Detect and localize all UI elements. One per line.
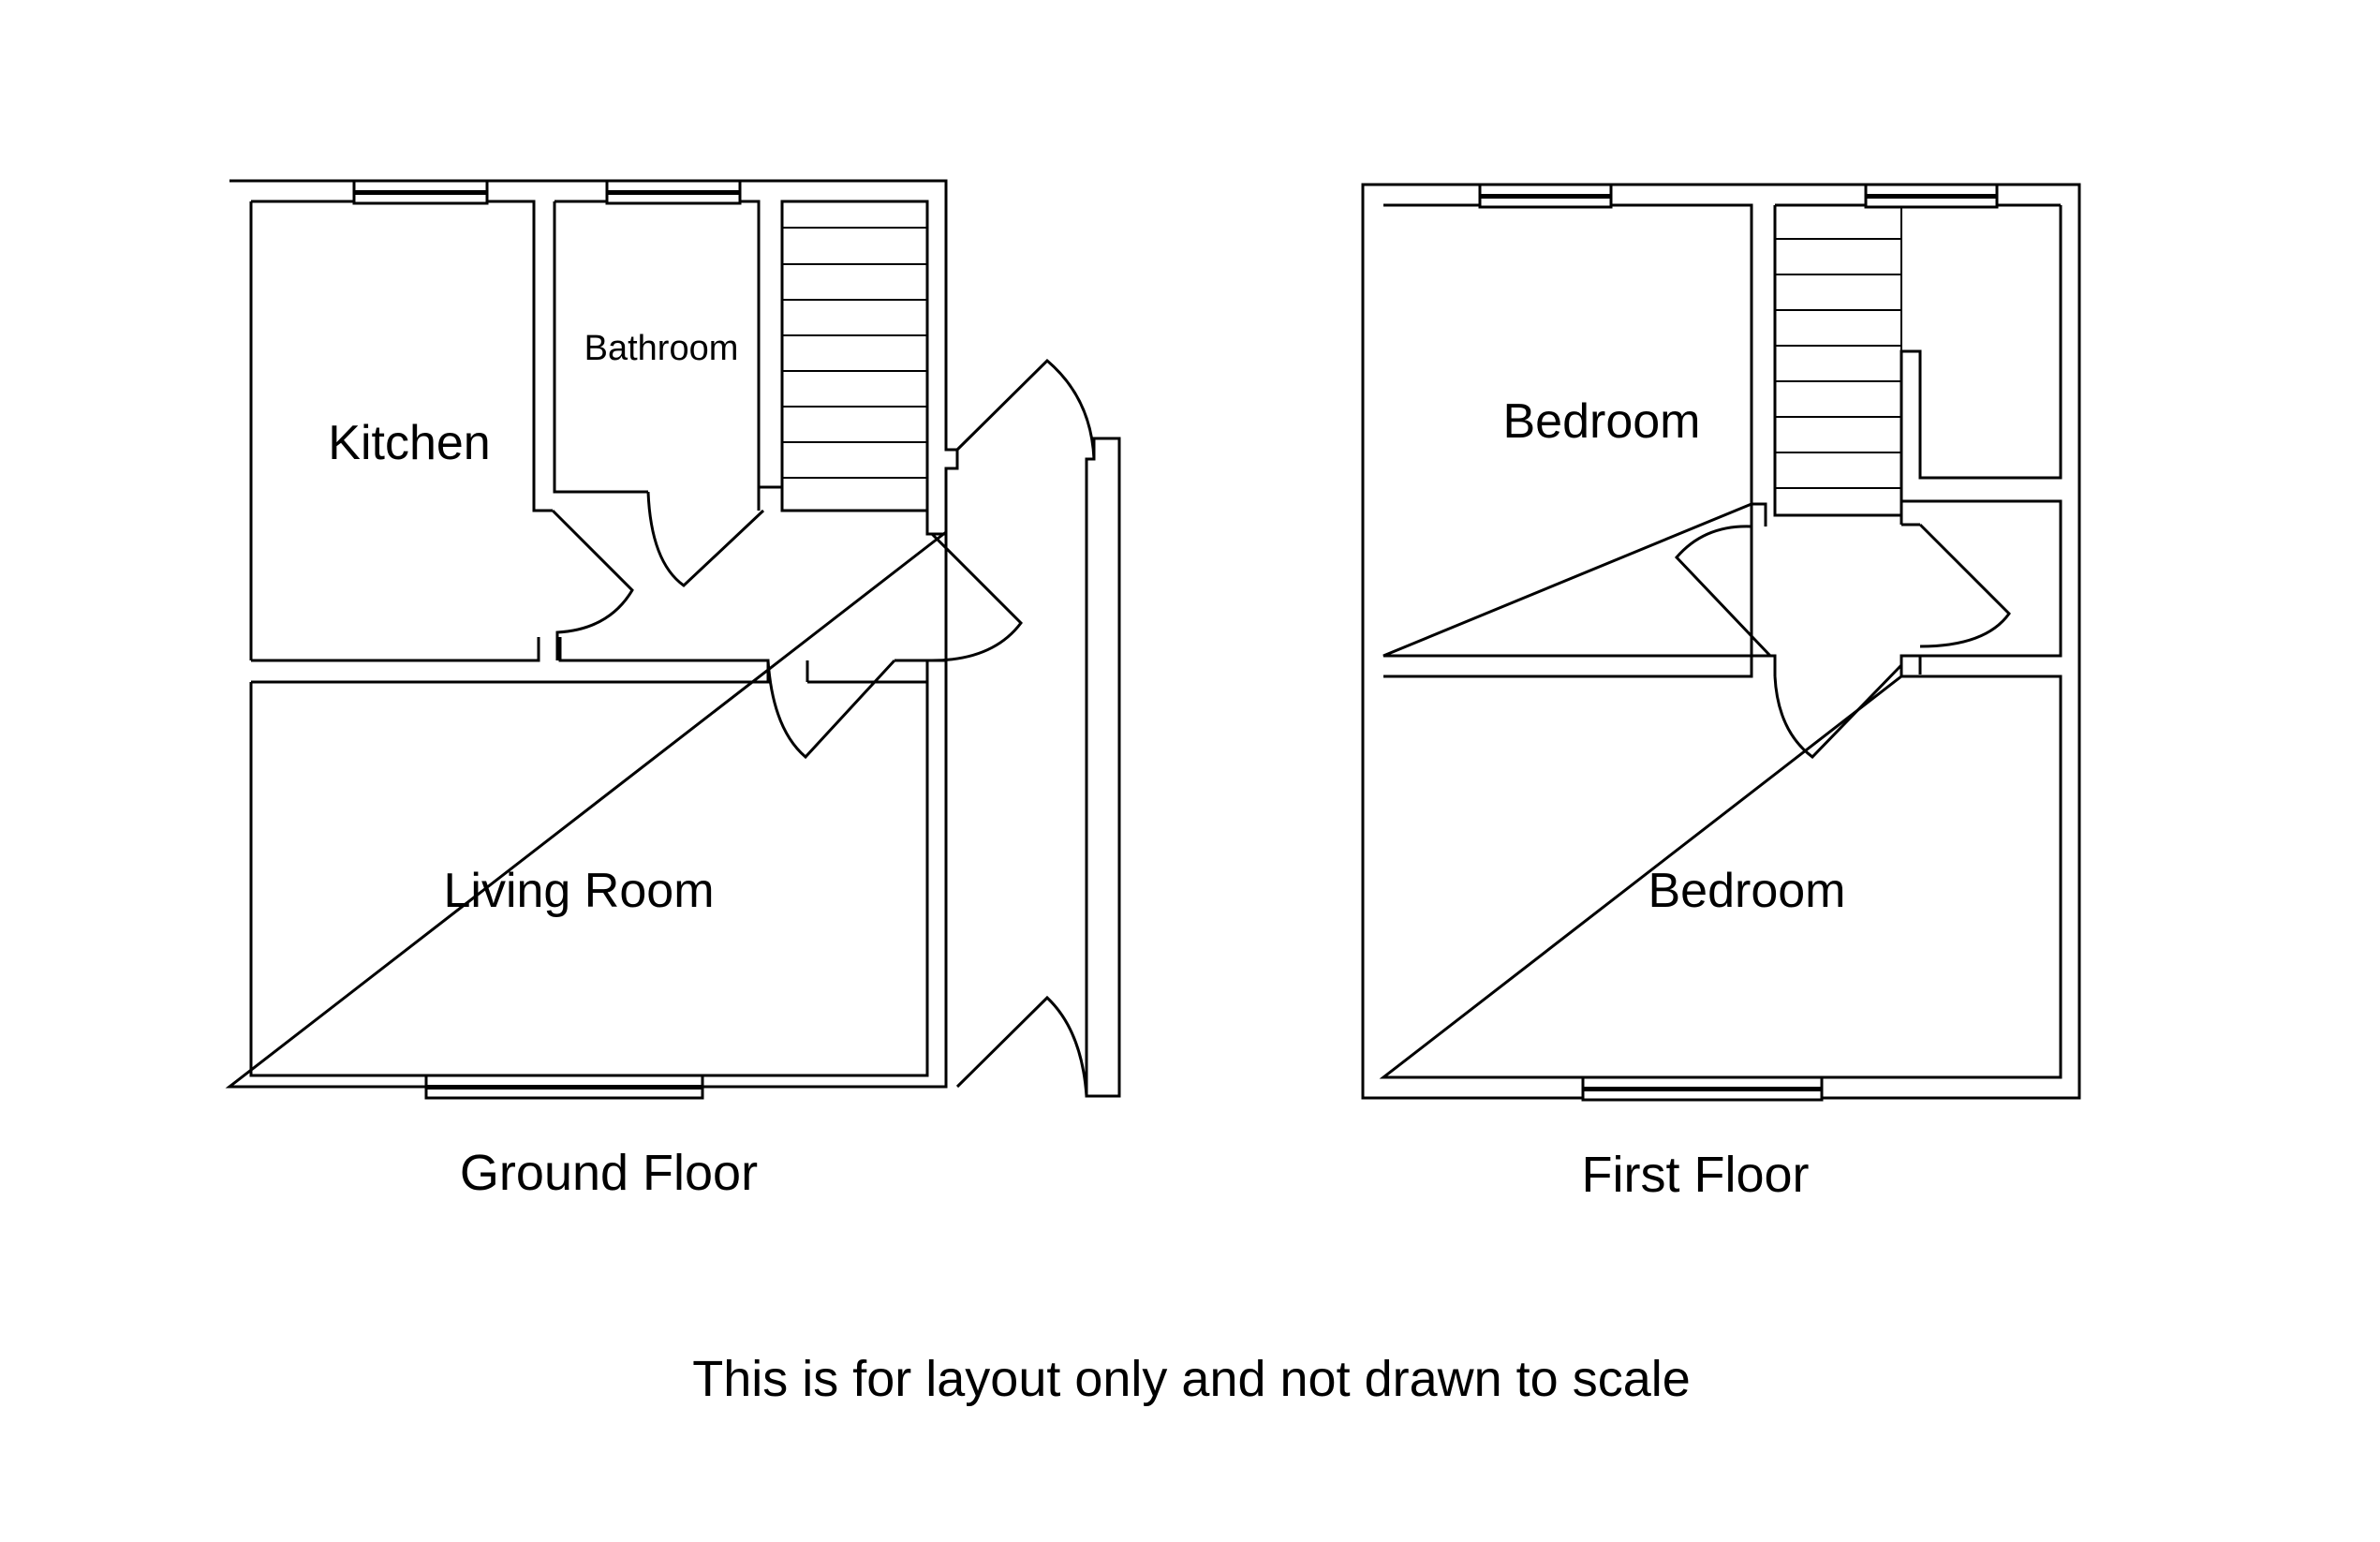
floor-label-ground: Ground Floor: [460, 1145, 758, 1201]
living-room-walls: [251, 660, 927, 684]
room-label-bedroom2: Bedroom: [1648, 864, 1846, 918]
bathroom-wall-right: [757, 485, 782, 511]
first-doors: [1674, 523, 2011, 759]
first-cupboard-upper: [1920, 205, 2062, 480]
ground-doors: [551, 358, 1096, 1097]
floor-label-first: First Floor: [1582, 1147, 1810, 1203]
room-label-bathroom: Bathroom: [584, 329, 739, 368]
room-label-bedroom1: Bedroom: [1503, 394, 1701, 449]
first-windows: [1478, 183, 1999, 1102]
first-floor-plan: Bedroom Bedroom First Floor: [1361, 183, 2081, 1203]
room-label-living: Living Room: [443, 864, 714, 918]
first-cupboard-lower: [1900, 499, 2062, 675]
first-outer-wall: [1361, 183, 2081, 1100]
ground-floor-plan: Kitchen Bathroom Living Room Ground Floo…: [225, 179, 1121, 1201]
disclaimer-note: This is for layout only and not drawn to…: [692, 1351, 1691, 1407]
room-label-kitchen: Kitchen: [328, 416, 490, 470]
hall-walls: [925, 181, 959, 536]
hall-lower-walls: [894, 659, 948, 1087]
ground-stairs: [780, 200, 929, 512]
bedroom2-walls: [1379, 654, 2062, 1079]
first-stairs: [1773, 203, 2061, 517]
porch-walls: [1085, 437, 1121, 1098]
ground-outer-wall: [225, 179, 948, 1089]
bedroom1-walls: [1382, 203, 1767, 658]
ground-windows: [352, 179, 742, 1100]
